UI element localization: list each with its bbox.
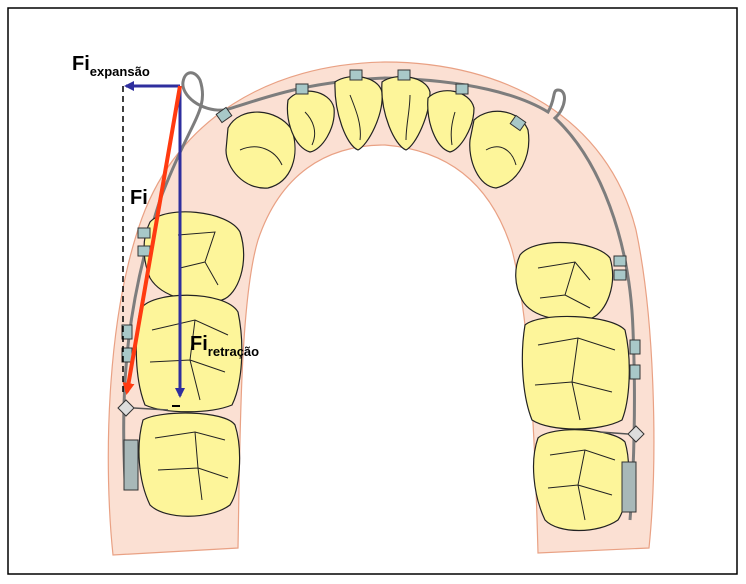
tooth-left-premolar xyxy=(144,212,244,302)
bracket xyxy=(138,246,150,256)
bracket xyxy=(614,270,626,280)
tooth-right-premolar xyxy=(516,243,613,321)
molar-tube-left xyxy=(124,440,138,490)
left-posterior-teeth xyxy=(136,212,243,516)
tooth-right-second-molar xyxy=(534,430,629,531)
bracket xyxy=(630,365,640,379)
bracket xyxy=(456,84,468,94)
bracket xyxy=(398,70,410,80)
tooth-left-second-molar xyxy=(139,413,240,516)
bracket xyxy=(614,256,626,266)
tooth-right-first-molar xyxy=(522,316,629,429)
label-fi-resultant: Fi xyxy=(130,187,148,209)
bracket xyxy=(138,228,150,238)
molar-tube-right xyxy=(622,462,636,512)
bracket xyxy=(350,70,362,80)
bracket xyxy=(630,340,640,354)
bracket xyxy=(296,84,308,94)
